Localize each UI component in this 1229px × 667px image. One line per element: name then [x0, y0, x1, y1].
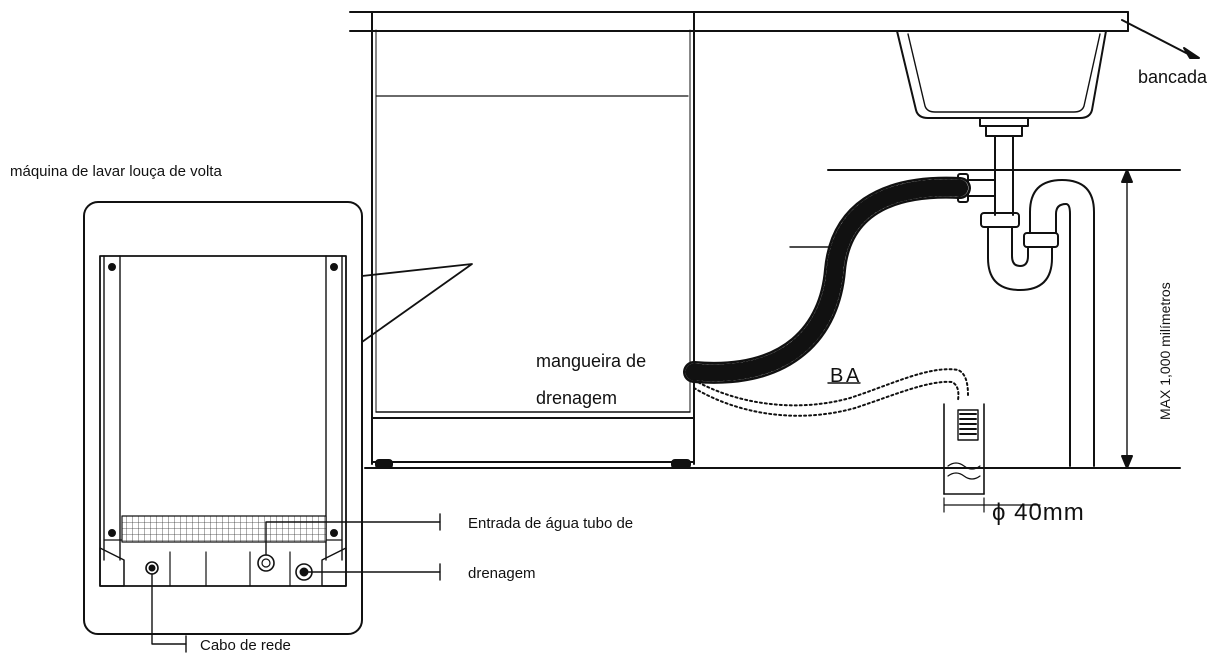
label-power-cable: Cabo de rede	[200, 637, 291, 654]
label-countertop: bancada	[1138, 67, 1208, 87]
countertop-arrow	[1121, 19, 1200, 59]
label-back-view-title: máquina de lavar louça de volta	[10, 163, 222, 180]
screw-icon	[108, 263, 338, 537]
water-inlet-port	[257, 554, 275, 572]
dishwasher-front	[371, 11, 695, 469]
leader-lines	[151, 513, 441, 653]
sink	[884, 30, 1121, 216]
countertop	[349, 11, 1129, 32]
label-pipe-diameter: ϕ 40mm	[992, 499, 1085, 526]
power-cable-port	[145, 561, 159, 575]
callout-pointer	[361, 263, 473, 343]
label-marker-b: B	[830, 365, 844, 387]
label-drain-hose: mangueira de	[536, 351, 647, 371]
drain-outlet-port	[295, 563, 313, 581]
label-water-inlet: Entrada de água tubo de	[468, 515, 634, 532]
siphon-trap	[957, 173, 1095, 467]
label-max-height: MAX 1,000 milímetros	[1157, 282, 1173, 420]
drain-hose	[683, 176, 971, 384]
standpipe	[943, 403, 1041, 513]
max-height-dimension	[1121, 169, 1133, 469]
label-drain-hose-line2: drenagem	[536, 388, 618, 408]
alternative-hose	[693, 368, 969, 417]
label-marker-a: A	[846, 365, 860, 387]
label-drain-outlet: drenagem	[468, 565, 536, 582]
back-view-panel	[83, 201, 363, 635]
